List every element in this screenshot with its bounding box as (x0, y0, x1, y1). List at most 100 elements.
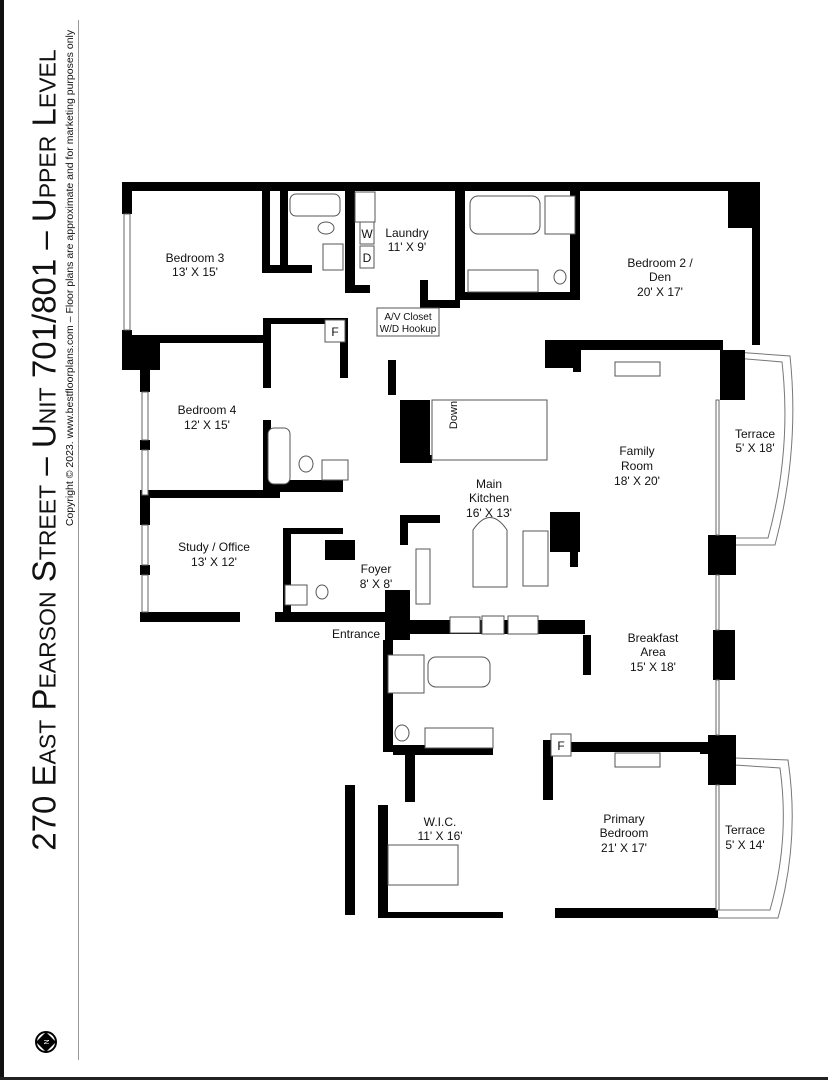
room-size-foyer: 8' X 8' (360, 577, 393, 591)
room-name-terrace-east: Terrace (735, 427, 775, 441)
cooktop (507, 615, 539, 635)
terrace-south-inner (718, 764, 784, 911)
wall-segment (275, 612, 385, 622)
wall-segment (578, 340, 723, 350)
fridge-label-upper: F (331, 325, 338, 339)
wall-segment (388, 360, 396, 395)
wall-segment (383, 640, 393, 752)
room-size-kitchen: 16' X 13' (466, 506, 512, 520)
room-name-bedroom: Bedroom (600, 826, 649, 840)
room-name-terrace-south: Terrace (725, 823, 765, 837)
toilet (298, 455, 314, 473)
wall-segment (708, 535, 736, 575)
toilet (317, 221, 335, 235)
window (715, 574, 720, 631)
fireplace (614, 361, 661, 377)
room-size-bedroom-3: 13' X 15' (172, 265, 218, 279)
wall-segment (573, 342, 581, 372)
room-name-bedroom-2: Bedroom 2 / (627, 256, 693, 270)
wall-segment (140, 495, 150, 525)
wall-segment (570, 190, 580, 300)
fridge-box (324, 319, 346, 343)
room-size-terrace-east: 5' X 18' (735, 441, 774, 455)
room-name-primary: Primary (603, 812, 644, 826)
wall-segment (122, 182, 132, 214)
window (141, 524, 149, 566)
window (141, 391, 149, 441)
window (715, 399, 720, 536)
vanity (424, 727, 494, 749)
terraces (718, 351, 794, 919)
dryer (359, 245, 375, 269)
room-name-room: Room (621, 459, 653, 473)
room-name-foyer: Foyer (361, 562, 392, 576)
kitchen-island (472, 517, 508, 588)
toilet (394, 724, 410, 742)
wall-segment (140, 440, 150, 450)
fireplace (614, 752, 661, 768)
terrace-east-outline (734, 351, 794, 546)
wall-segment (122, 330, 132, 342)
room-name-study: Study / Office (178, 540, 250, 554)
window (715, 784, 720, 911)
wall-segment (752, 195, 760, 345)
wall-segment (400, 515, 440, 523)
window (141, 574, 149, 613)
wall-segment (713, 630, 735, 680)
north-arrow-icon: N (35, 1031, 57, 1053)
sink (321, 459, 349, 481)
room-name-den: Den (649, 270, 671, 284)
bathtub (427, 656, 491, 688)
sink (284, 584, 308, 606)
wall-segment (122, 182, 760, 191)
room-size-family-room: 18' X 20' (614, 474, 660, 488)
wall-segment (283, 528, 343, 534)
room-name-bedroom-4: Bedroom 4 (178, 403, 237, 417)
wall-segment (280, 190, 288, 270)
wall-segment (543, 742, 713, 752)
wd-hookup-label: W/D Hookup (380, 324, 437, 335)
room-size-wic: 11' X 16' (417, 829, 462, 843)
room-size-breakfast: 15' X 18' (630, 660, 676, 674)
av-closet-box (376, 307, 440, 337)
sink (322, 243, 344, 271)
washer (359, 221, 375, 245)
wall-segment (283, 528, 291, 613)
wall-segment (345, 285, 370, 293)
fixtures (267, 191, 661, 886)
wall-segment (420, 300, 460, 308)
dishwasher (481, 615, 505, 635)
room-size-laundry: 11' X 9' (388, 240, 426, 254)
divider-line (78, 20, 79, 1060)
room-size-bedroom-4: 12' X 15' (184, 418, 230, 432)
stairs-down-label: Down (448, 401, 460, 429)
wall-segment (345, 190, 355, 290)
staircase (431, 399, 548, 461)
bathtub (267, 427, 291, 485)
room-name-laundry: Laundry (385, 226, 428, 240)
kitchen-counter (415, 548, 431, 605)
wall-segment (405, 752, 415, 802)
shower (544, 195, 576, 235)
walls (122, 182, 760, 918)
toilet (553, 269, 567, 285)
wall-segment (263, 318, 271, 388)
wall-segment (263, 318, 348, 324)
room-name-family: Family (619, 444, 654, 458)
wall-segment (400, 400, 430, 460)
toilet (315, 584, 329, 600)
room-name-kitchen: Kitchen (469, 491, 509, 505)
wall-segment (262, 190, 270, 270)
wall-segment (263, 420, 271, 490)
wall-segment (345, 785, 355, 915)
wall-segment (420, 280, 428, 310)
wall-segment (400, 515, 408, 545)
room-size-primary: 21' X 17' (601, 841, 647, 855)
closet-island (387, 844, 459, 886)
wall-segment (465, 292, 577, 300)
wall-segment (550, 512, 580, 552)
wall-segment (555, 908, 718, 918)
room-size-study: 13' X 12' (191, 555, 237, 569)
vanity (467, 269, 539, 293)
